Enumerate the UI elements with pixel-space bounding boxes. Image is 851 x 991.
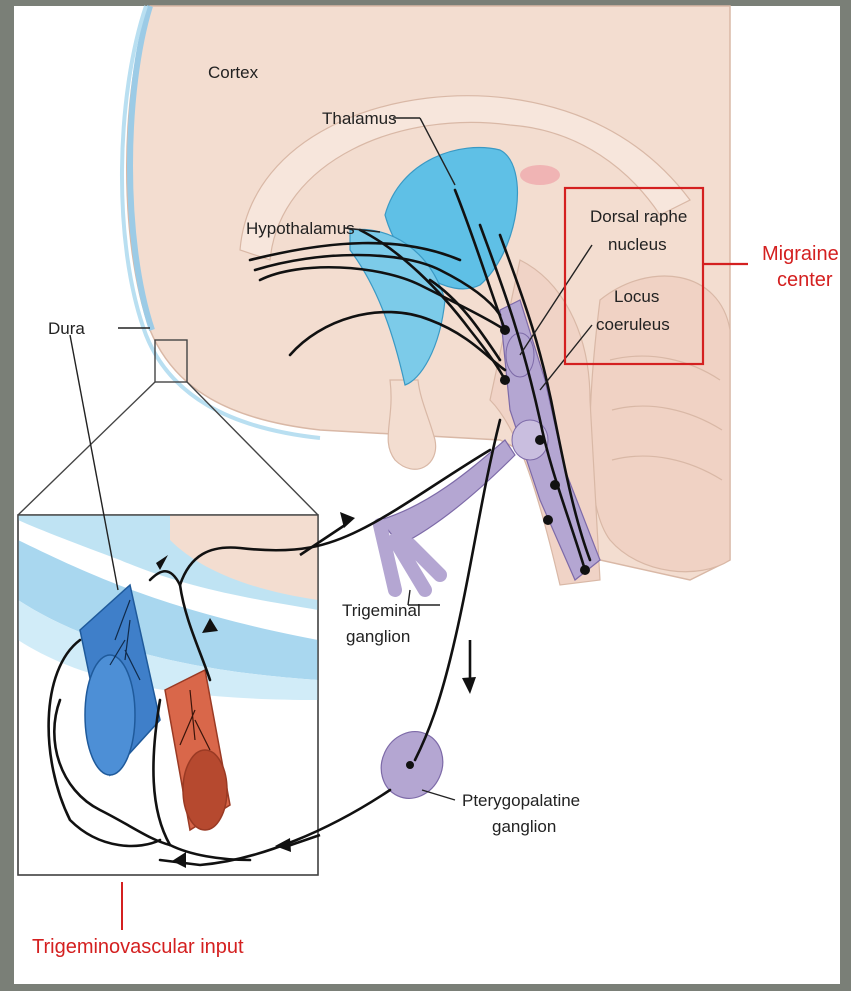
label-hypothalamus: Hypothalamus [246,219,355,238]
label-locus-coeruleus: coeruleus [596,315,670,334]
label-dorsal-raphe-nucleus: nucleus [608,235,667,254]
label-trigeminal-ganglion: ganglion [346,627,410,646]
label-trigeminal: Trigeminal [342,601,421,620]
label-dura: Dura [48,319,85,338]
label-cortex: Cortex [208,63,259,82]
label-thalamus: Thalamus [322,109,397,128]
label-dorsal-raphe: Dorsal raphe [590,207,687,226]
label-trigeminovascular-input: Trigeminovascular input [32,936,244,958]
label-migraine-center: center [777,269,833,291]
label-locus: Locus [614,287,659,306]
label-pterygopalatine-ganglion: ganglion [492,817,556,836]
label-migraine: Migraine [762,243,839,265]
label-pterygopalatine: Pterygopalatine [462,791,580,810]
